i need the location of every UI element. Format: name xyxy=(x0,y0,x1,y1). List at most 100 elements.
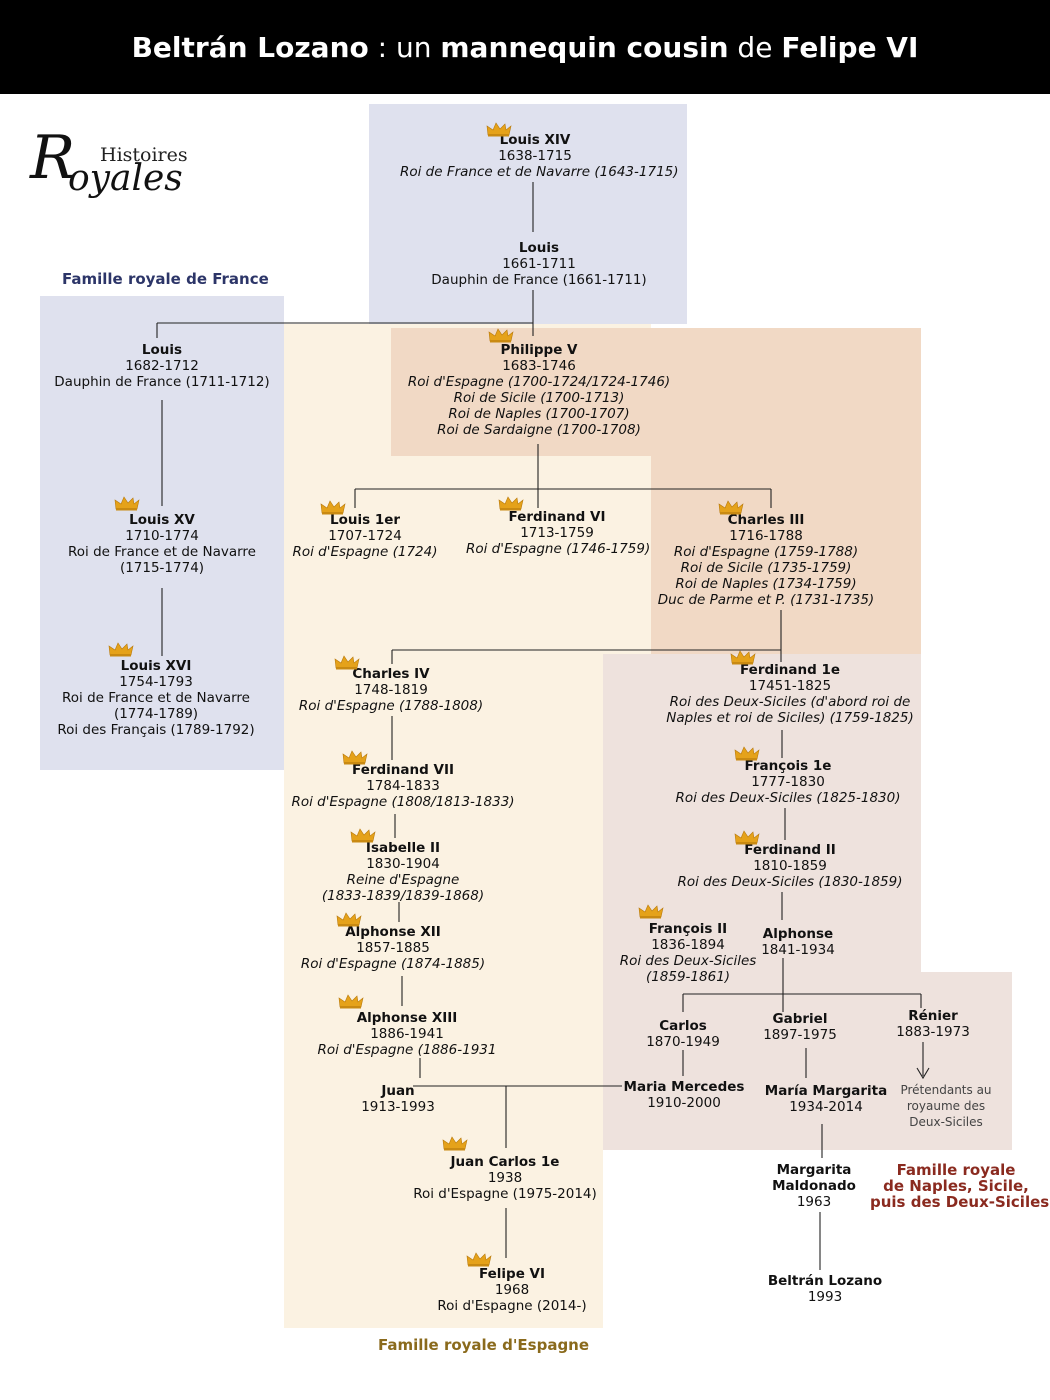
region-france-side xyxy=(40,296,284,770)
person-title: Roi de Sicile (1735-1759) xyxy=(680,560,852,576)
person-name: Louis xyxy=(141,342,183,358)
pretendants-note: Prétendants au royaume des Deux-Siciles xyxy=(892,1082,1000,1130)
person-dates: 1968 xyxy=(494,1282,530,1298)
person-dates: 1661-1711 xyxy=(502,256,576,272)
person-name: Rénier xyxy=(908,1008,958,1024)
person-dates: 1716-1788 xyxy=(729,528,803,544)
person-dates: 1857-1885 xyxy=(356,940,430,956)
person-title: (1833-1839/1839-1868) xyxy=(321,888,485,904)
person-gabriel: Gabriel 1897-1975 xyxy=(754,1011,846,1043)
person-name: Carlos xyxy=(659,1018,707,1034)
crown-icon xyxy=(734,830,760,845)
person-title: Naples et roi de Siciles) (1759-1825) xyxy=(666,710,914,726)
person-francois-1e: François 1e 1777-1830 Roi des Deux-Sicil… xyxy=(672,758,904,806)
label-famille-espagne: Famille royale d'Espagne xyxy=(378,1336,590,1354)
person-dates: 1883-1973 xyxy=(896,1024,970,1040)
person-title: Roi d'Espagne (1724) xyxy=(292,544,438,560)
crown-icon xyxy=(486,122,512,137)
person-title: (1774-1789) xyxy=(113,706,199,722)
person-dates: 1713-1759 xyxy=(520,525,594,541)
title-part-1: Beltrán Lozano xyxy=(131,30,369,64)
person-title: (1715-1774) xyxy=(119,560,205,576)
label-famille-naples: Famille royale de Naples, Sicile, puis d… xyxy=(870,1161,1049,1210)
person-name: Juan xyxy=(381,1083,415,1099)
person-renier: Rénier 1883-1973 xyxy=(886,1008,980,1040)
person-dates: 1710-1774 xyxy=(125,528,199,544)
crown-icon xyxy=(334,655,360,670)
person-title: Roi de France et de Navarre xyxy=(68,544,256,560)
person-name: François II xyxy=(648,921,728,937)
crown-icon xyxy=(320,500,346,515)
crown-icon xyxy=(108,642,134,657)
person-title: Roi des Deux-Siciles (1830-1859) xyxy=(677,874,903,890)
crown-icon xyxy=(638,904,664,919)
person-isabelle-ii: Isabelle II 1830-1904 Reine d'Espagne (1… xyxy=(308,840,498,904)
person-maria-mercedes: Maria Mercedes 1910-2000 xyxy=(618,1079,750,1111)
person-francois-ii: François II 1836-1894 Roi des Deux-Sicil… xyxy=(614,921,762,985)
person-name: Charles III xyxy=(727,512,805,528)
person-name: Louis 1er xyxy=(329,512,401,528)
logo-line-2: oyales xyxy=(68,158,183,199)
person-juan: Juan 1913-1993 xyxy=(352,1083,444,1115)
person-name: Ferdinand 1e xyxy=(739,662,841,678)
person-louis-dauphin-1661: Louis 1661-1711 Dauphin de France (1661-… xyxy=(404,240,674,288)
person-name: Alphonse XII xyxy=(345,924,441,940)
person-dates: 1682-1712 xyxy=(125,358,199,374)
region-espagne xyxy=(284,324,603,1328)
person-title: Roi de Naples (1700-1707) xyxy=(448,406,630,422)
person-title: Roi d'Espagne (1746-1759) xyxy=(466,541,651,557)
person-name: Charles IV xyxy=(352,666,430,682)
pretendants-line-1: Prétendants au xyxy=(900,1083,992,1097)
person-louis-1er: Louis 1er 1707-1724 Roi d'Espagne (1724) xyxy=(290,512,440,560)
crown-icon xyxy=(488,328,514,343)
person-name: Felipe VI xyxy=(478,1266,546,1282)
person-maria-margarita: María Margarita 1934-2014 xyxy=(758,1083,894,1115)
naples-label-line-2: de Naples, Sicile, xyxy=(883,1177,1029,1195)
person-dates: 17451-1825 xyxy=(748,678,832,694)
crown-icon xyxy=(350,828,376,843)
person-name: Louis XIV xyxy=(499,132,571,148)
person-louis-dauphin-1682: Louis 1682-1712 Dauphin de France (1711-… xyxy=(42,342,282,390)
person-ferdinand-ii: Ferdinand II 1810-1859 Roi des Deux-Sici… xyxy=(674,842,906,890)
person-alphonse-xiii: Alphonse XIII 1886-1941 Roi d'Espagne (1… xyxy=(312,1010,502,1058)
person-dates: 1784-1833 xyxy=(366,778,440,794)
person-title: Roi d'Espagne (1759-1788) xyxy=(673,544,859,560)
person-title: Roi de France et de Navarre (1643-1715) xyxy=(400,164,679,180)
person-juan-carlos-1e: Juan Carlos 1e 1938 Roi d'Espagne (1975-… xyxy=(410,1154,600,1202)
title-part-4: de xyxy=(728,30,782,64)
person-charles-iv: Charles IV 1748-1819 Roi d'Espagne (1788… xyxy=(296,666,486,714)
person-dates: 1754-1793 xyxy=(119,674,193,690)
person-dates: 1836-1894 xyxy=(651,937,725,953)
person-dates: 1913-1993 xyxy=(361,1099,435,1115)
person-name: María Margarita xyxy=(764,1083,888,1099)
person-name: Alphonse XIII xyxy=(356,1010,458,1026)
person-margarita-maldonado: Margarita Maldonado 1963 xyxy=(764,1162,864,1210)
region-naples-right xyxy=(921,972,1012,1150)
crown-icon xyxy=(114,496,140,511)
page-title: Beltrán Lozano : un mannequin cousin de … xyxy=(132,31,919,64)
naples-label-line-1: Famille royale xyxy=(896,1161,1016,1179)
person-name: Ferdinand VII xyxy=(352,762,454,778)
person-dates: 1897-1975 xyxy=(763,1027,837,1043)
label-famille-france: Famille royale de France xyxy=(62,270,269,288)
person-title: Roi d'Espagne (1874-1885) xyxy=(300,956,486,972)
person-name: Maria Mercedes xyxy=(623,1079,745,1095)
person-dates: 1830-1904 xyxy=(366,856,440,872)
person-title: Roi de Sardaigne (1700-1708) xyxy=(437,422,641,438)
person-louis-xvi: Louis XVI 1754-1793 Roi de France et de … xyxy=(36,658,276,738)
person-louis-xiv: Louis XIV 1638-1715 Roi de France et de … xyxy=(400,132,679,180)
person-title: Dauphin de France (1661-1711) xyxy=(431,272,647,288)
crown-icon xyxy=(498,496,524,511)
person-dates: 1886-1941 xyxy=(370,1026,444,1042)
person-name-line-1: Margarita xyxy=(776,1162,852,1178)
person-title: Roi des Deux-Siciles xyxy=(619,953,757,969)
person-dates: 1934-2014 xyxy=(789,1099,863,1115)
arrow-to-pretendants xyxy=(916,1067,930,1080)
person-title: (1859-1861) xyxy=(645,969,731,985)
title-part-5: Felipe VI xyxy=(781,30,919,64)
person-name: Beltrán Lozano xyxy=(767,1273,883,1289)
person-charles-iii: Charles III 1716-1788 Roi d'Espagne (175… xyxy=(656,512,876,608)
person-philippe-v: Philippe V 1683-1746 Roi d'Espagne (1700… xyxy=(404,342,674,438)
person-ferdinand-1e: Ferdinand 1e 17451-1825 Roi des Deux-Sic… xyxy=(660,662,920,726)
region-philippe xyxy=(391,328,921,456)
